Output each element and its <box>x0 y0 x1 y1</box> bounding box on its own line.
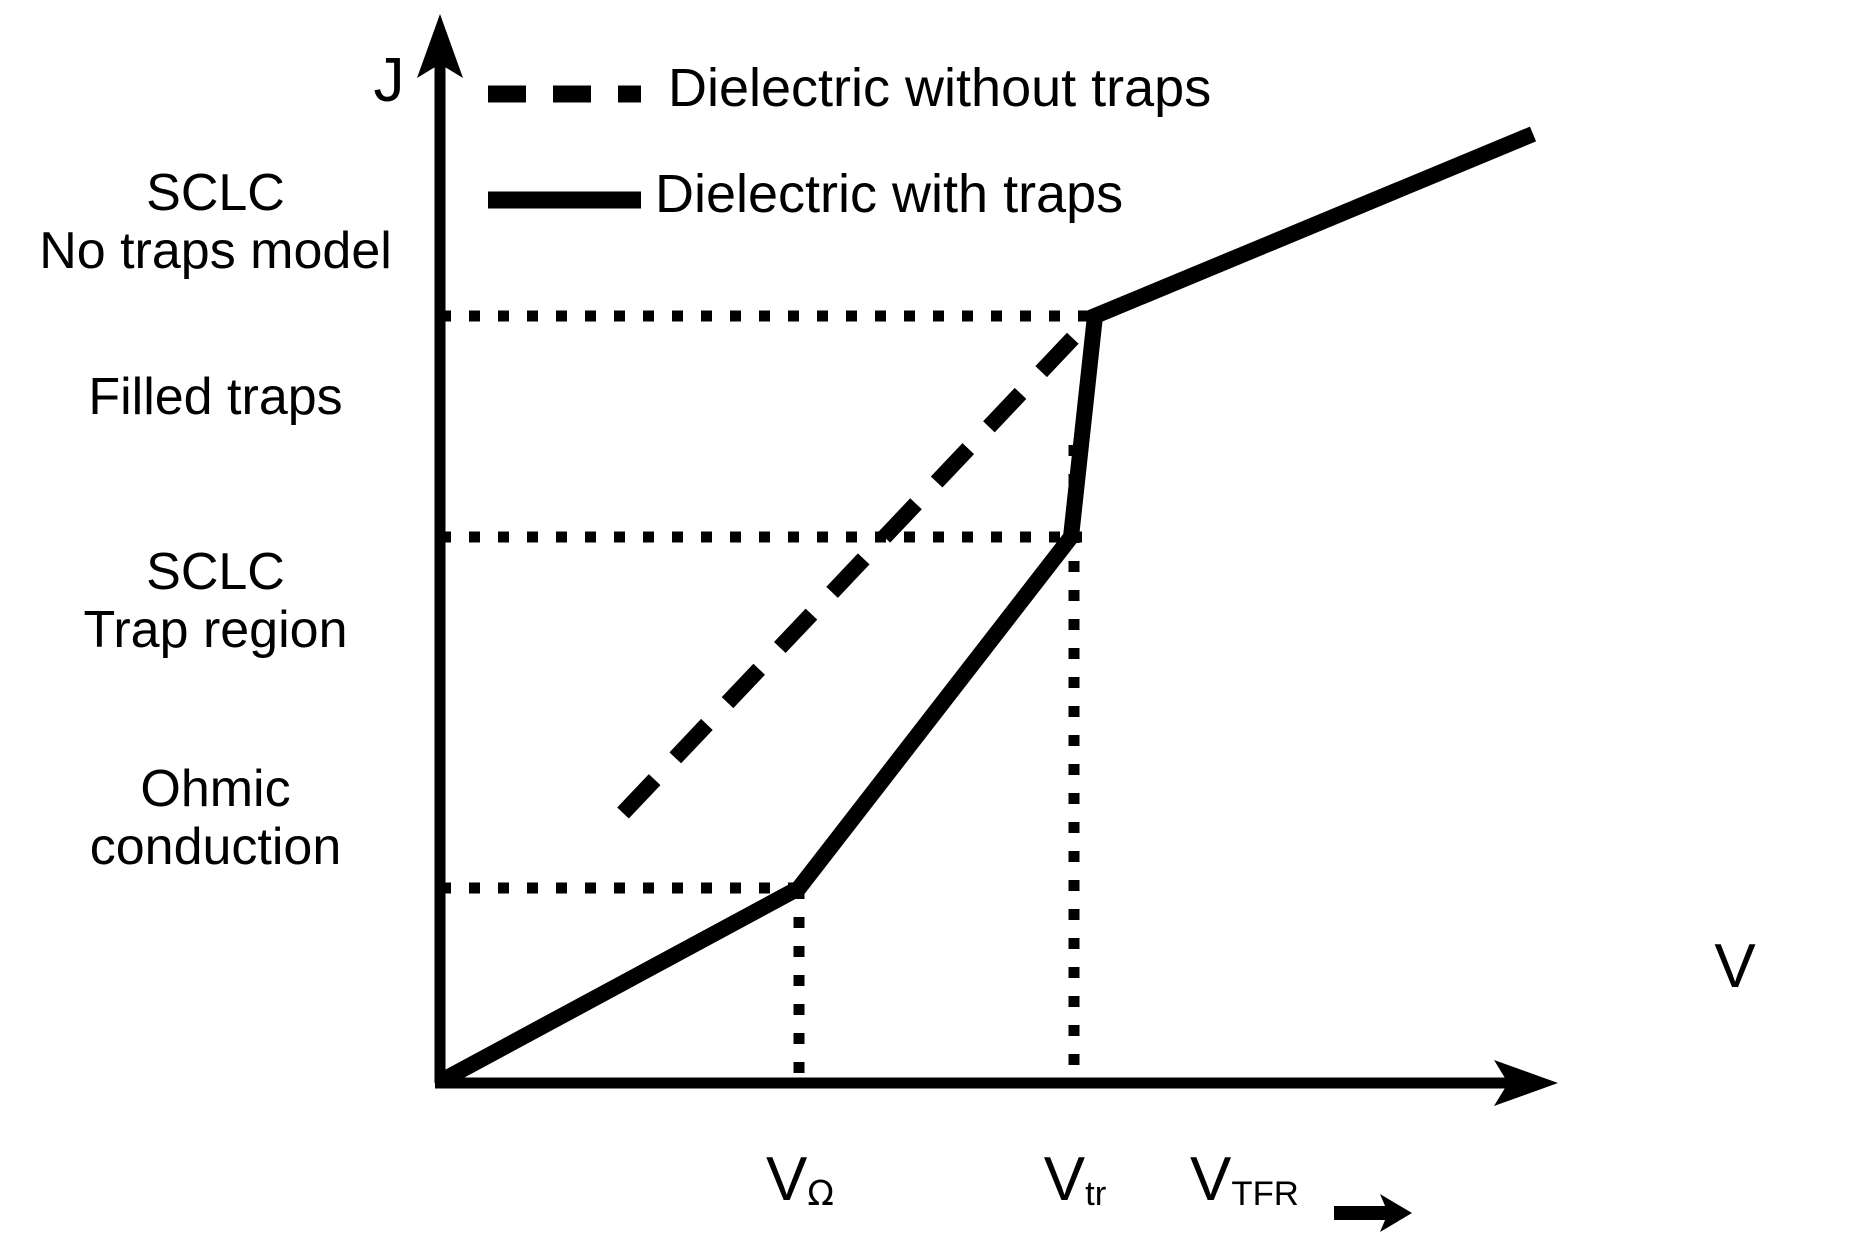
vertical-reference-lines <box>793 445 1080 1083</box>
horizontal-reference-lines <box>440 310 1098 894</box>
region-label-sclc-no-traps-model: SCLC No traps model <box>8 164 423 280</box>
region-label-ohmic-conduction-line-1: Ohmic <box>140 760 291 818</box>
vtfr-direction-arrow <box>1334 1194 1412 1232</box>
region-label-sclc-no-traps-model-line-1: SCLC <box>146 164 285 222</box>
curve-dielectric-with-traps <box>439 126 1537 1088</box>
x-tick-v-omega-sub: Ω <box>807 1173 834 1214</box>
region-label-ohmic-conduction-line-2: conduction <box>89 818 342 877</box>
x-tick-v-tfr-sub: TFR <box>1231 1174 1299 1213</box>
x-tick-label-v-tfr: VTFR <box>1190 1145 1380 1214</box>
region-label-filled-traps: Filled traps <box>8 368 423 426</box>
x-tick-label-v-omega: VΩ <box>720 1145 880 1214</box>
x-tick-v-tr-sub: tr <box>1085 1174 1107 1213</box>
region-label-sclc-trap-region-line-1: SCLC <box>146 543 285 601</box>
x-tick-v-omega-base: V <box>766 1145 808 1214</box>
region-label-sclc-trap-region: SCLC Trap region <box>8 543 423 659</box>
y-axis-arrowhead <box>417 14 463 78</box>
region-label-ohmic-conduction: Ohmic conduction <box>8 760 423 876</box>
region-label-sclc-no-traps-model-line-2: No traps model <box>39 222 392 281</box>
y-axis-label: J <box>373 46 405 115</box>
x-tick-v-tr-base: V <box>1043 1145 1086 1214</box>
x-axis-arrowhead <box>1494 1060 1558 1106</box>
region-label-sclc-trap-region-line-2: Trap region <box>83 601 348 660</box>
region-label-filled-traps-line-1: Filled traps <box>88 368 343 426</box>
x-axis-label: V <box>1714 932 1756 1001</box>
x-tick-v-tfr-base: V <box>1190 1145 1232 1214</box>
legend-swatches <box>488 85 641 209</box>
legend-entry-dielectric-without-traps: Dielectric without traps <box>668 58 1212 118</box>
vtfr-arrow-head <box>1380 1194 1412 1232</box>
axis-group <box>417 14 1558 1106</box>
curve-dielectric-without-traps <box>617 312 1098 819</box>
legend-entry-dielectric-with-traps: Dielectric with traps <box>655 164 1124 224</box>
x-tick-label-v-tr: Vtr <box>1000 1145 1150 1214</box>
